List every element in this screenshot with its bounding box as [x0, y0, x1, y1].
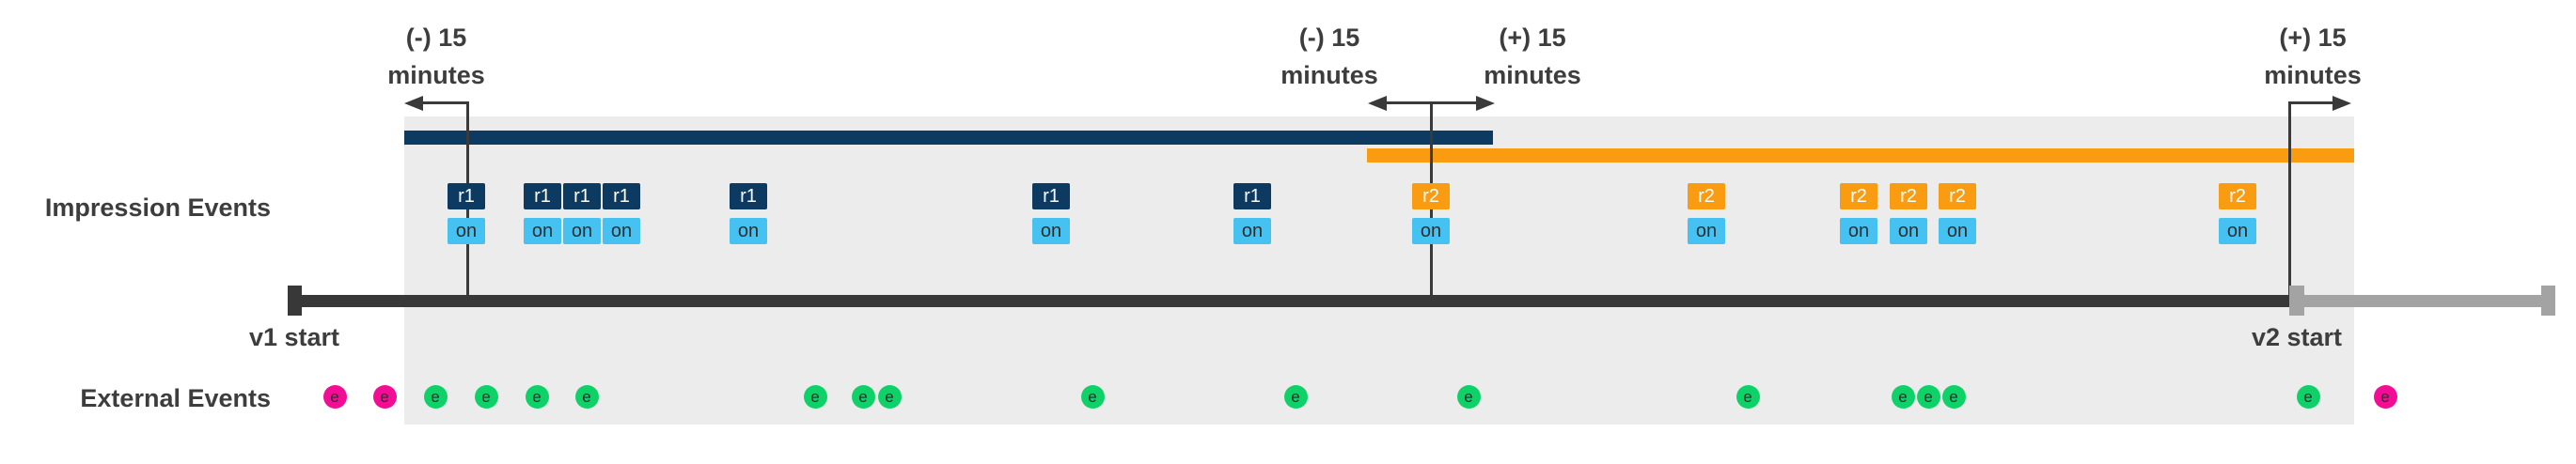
- interval-label-line1: (+) 15: [1499, 23, 1566, 52]
- timeline-end-cap: [2541, 286, 2555, 316]
- impression-status-badge: on: [2219, 218, 2256, 244]
- impression-status-badge: on: [603, 218, 640, 244]
- arrow-right-icon: [2333, 96, 2351, 111]
- impression-status-badge: on: [1233, 218, 1271, 244]
- v1-start-label: v1 start: [248, 323, 340, 351]
- observation-region: [404, 116, 2354, 425]
- impression-status-badge: on: [1939, 218, 1976, 244]
- impression-status-badge: on: [563, 218, 601, 244]
- impression-badge-r2: r2: [1840, 183, 1877, 209]
- arrow-shaft: [1431, 101, 1478, 104]
- external-event-in_window: e: [474, 385, 498, 409]
- arrow-shaft: [421, 101, 467, 104]
- external-event-in_window: e: [525, 385, 549, 409]
- interval-label-line1: (-) 15: [1298, 23, 1360, 52]
- external-event-in_window: e: [877, 385, 902, 409]
- v2-start-cap: [2289, 286, 2304, 316]
- r2-coverage-bar: [1367, 148, 2354, 162]
- external-event-in_window: e: [1736, 385, 1760, 409]
- arrow-left-icon: [1368, 96, 1387, 111]
- external-event-in_window: e: [423, 385, 448, 409]
- timeline-v2-segment: [2304, 295, 2542, 307]
- interval-label: (-) 15 minutes: [387, 19, 485, 94]
- external-event-in_window: e: [574, 385, 599, 409]
- v2-start-label: v2 start: [2251, 323, 2343, 351]
- interval-label: (-) 15 minutes: [1280, 19, 1378, 94]
- interval-label-line2: minutes: [1280, 61, 1378, 89]
- arrow-left-icon: [404, 96, 423, 111]
- external-event-in_window: e: [2296, 385, 2320, 409]
- impression-badge-r1: r1: [603, 183, 640, 209]
- arrow-shaft: [2289, 101, 2334, 104]
- impression-badge-r2: r2: [1890, 183, 1927, 209]
- external-event-out_of_window: e: [322, 385, 347, 409]
- impression-status-badge: on: [1032, 218, 1070, 244]
- external-events-row-label: External Events: [80, 384, 271, 412]
- external-event-in_window: e: [1891, 385, 1915, 409]
- interval-label-line1: (+) 15: [2279, 23, 2347, 52]
- interval-label-line2: minutes: [387, 61, 485, 89]
- impression-badge-r2: r2: [1412, 183, 1450, 209]
- impression-badge-r1: r1: [448, 183, 485, 209]
- r1-coverage-bar: [404, 131, 1493, 145]
- impression-events-row-label: Impression Events: [44, 193, 271, 222]
- external-event-in_window: e: [1941, 385, 1966, 409]
- external-event-in_window: e: [1916, 385, 1940, 409]
- impression-status-badge: on: [730, 218, 767, 244]
- impression-badge-r2: r2: [1939, 183, 1976, 209]
- arrow-right-icon: [1476, 96, 1495, 111]
- interval-label-line2: minutes: [1484, 61, 1581, 89]
- impression-status-badge: on: [448, 218, 485, 244]
- impression-badge-r2: r2: [1688, 183, 1725, 209]
- arrow-shaft: [1385, 101, 1431, 104]
- interval-label-line1: (-) 15: [405, 23, 467, 52]
- impression-status-badge: on: [1688, 218, 1725, 244]
- impression-badge-r1: r1: [1032, 183, 1070, 209]
- impression-badge-r1: r1: [563, 183, 601, 209]
- impression-badge-r2: r2: [2219, 183, 2256, 209]
- impression-badge-r1: r1: [524, 183, 561, 209]
- interval-label-line2: minutes: [2264, 61, 2362, 89]
- impression-status-badge: on: [524, 218, 561, 244]
- timeline-v1-segment: [288, 295, 2289, 307]
- interval-label: (+) 15 minutes: [1484, 19, 1581, 94]
- external-event-out_of_window: e: [372, 385, 397, 409]
- external-event-in_window: e: [1080, 385, 1105, 409]
- external-event-in_window: e: [1283, 385, 1308, 409]
- impression-badge-r1: r1: [1233, 183, 1271, 209]
- impression-badge-r1: r1: [730, 183, 767, 209]
- v2-window-end-line: [2287, 101, 2291, 301]
- impression-status-badge: on: [1840, 218, 1877, 244]
- interval-label: (+) 15 minutes: [2264, 19, 2362, 94]
- impression-status-badge: on: [1412, 218, 1450, 244]
- external-event-in_window: e: [803, 385, 827, 409]
- external-event-in_window: e: [1456, 385, 1481, 409]
- external-event-in_window: e: [851, 385, 875, 409]
- impression-status-badge: on: [1890, 218, 1927, 244]
- external-event-out_of_window: e: [2373, 385, 2397, 409]
